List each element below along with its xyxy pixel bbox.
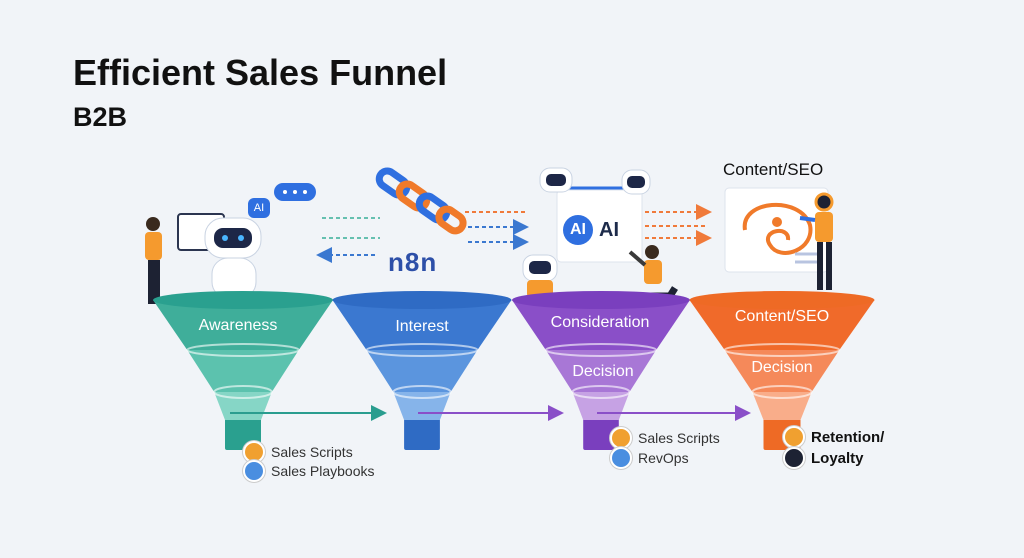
ai-logo: AI AI bbox=[563, 215, 619, 245]
funnel-label-consideration: Consideration bbox=[550, 314, 650, 331]
funnel-band bbox=[689, 300, 875, 350]
tag-sales-playbooks: Sales Playbooks bbox=[243, 460, 375, 482]
funnel-rim bbox=[689, 291, 875, 309]
funnel-band bbox=[332, 300, 512, 350]
funnel-stem bbox=[404, 418, 440, 450]
funnel-label-content-seo: Content/SEO bbox=[734, 308, 830, 325]
funnel-band-divider bbox=[571, 385, 631, 399]
check-icon bbox=[783, 426, 805, 448]
funnel-rim bbox=[512, 291, 690, 309]
page-title: Efficient Sales Funnel bbox=[73, 52, 448, 93]
chat-bubble-icon bbox=[274, 183, 316, 201]
funnel-consideration bbox=[512, 291, 690, 450]
funnel-band-divider bbox=[365, 343, 479, 357]
check-icon bbox=[610, 427, 632, 449]
funnel-label-decision: Decision bbox=[572, 363, 634, 380]
tag-revops: RevOps bbox=[610, 447, 689, 469]
funnel-stem bbox=[583, 418, 619, 450]
ai-badge-icon: AI bbox=[563, 215, 593, 245]
ai-bubble: AI bbox=[248, 198, 270, 218]
funnel-band bbox=[545, 350, 657, 392]
funnel-band-divider bbox=[751, 385, 813, 399]
funnel-band bbox=[366, 350, 478, 392]
funnel-rim bbox=[332, 291, 512, 309]
ai-text: AI bbox=[599, 218, 619, 241]
funnel-band-divider bbox=[186, 343, 300, 357]
funnel-band bbox=[724, 350, 840, 392]
page-subtitle: B2B bbox=[73, 102, 128, 132]
tag-loyalty: Loyalty bbox=[783, 447, 864, 469]
funnel-interest bbox=[332, 291, 512, 450]
robot-illustration bbox=[204, 217, 262, 299]
funnel-band bbox=[187, 350, 299, 392]
funnel-band-divider bbox=[213, 385, 273, 399]
funnel-band-divider bbox=[392, 385, 452, 399]
funnel-label-awareness: Awareness bbox=[198, 317, 278, 334]
funnel-band bbox=[752, 392, 812, 420]
tag-sales-scripts: Sales Scripts bbox=[243, 441, 353, 463]
funnel-label-interest: Interest bbox=[395, 318, 449, 335]
mail-icon bbox=[610, 447, 632, 469]
funnel-band bbox=[512, 300, 690, 350]
funnel-band-divider bbox=[723, 343, 841, 357]
tag-sales-scripts-2: Sales Scripts bbox=[610, 427, 720, 449]
presenter-illustration bbox=[799, 192, 834, 290]
funnel-band-divider bbox=[544, 343, 658, 357]
seo-whiteboard bbox=[724, 187, 829, 273]
funnel-awareness bbox=[153, 291, 333, 450]
chain-link-icon bbox=[375, 167, 467, 235]
tag-retention: Retention/ bbox=[783, 426, 884, 448]
mail-icon bbox=[783, 447, 805, 469]
funnel-rim bbox=[153, 291, 333, 309]
n8n-logo: n8n bbox=[388, 247, 438, 277]
content-seo-heading: Content/SEO bbox=[723, 160, 824, 179]
book-icon bbox=[243, 460, 265, 482]
funnel-band bbox=[153, 300, 333, 350]
funnel-label-decision-2: Decision bbox=[751, 359, 813, 376]
flow-arrows bbox=[316, 204, 712, 263]
